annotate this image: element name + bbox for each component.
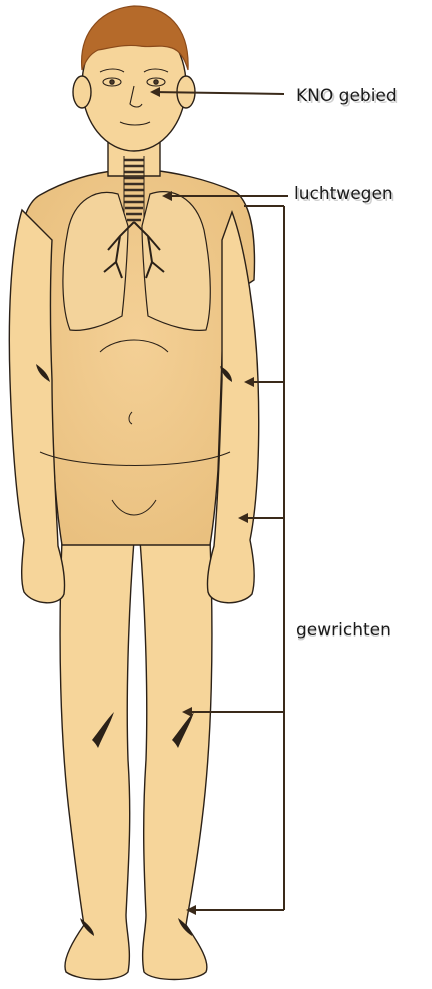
right-leg: [140, 540, 212, 980]
label-airways-text: luchtwegen: [294, 184, 393, 204]
left-leg: [60, 540, 134, 980]
label-airways: luchtwegen luchtwegen: [294, 184, 393, 204]
label-joints: gewrichten gewrichten: [294, 620, 393, 640]
label-ent: KNO gebied KNO gebied: [296, 86, 397, 106]
label-ent-text: KNO gebied: [296, 86, 397, 106]
label-joints-text: gewrichten: [296, 620, 391, 640]
left-ear: [73, 76, 91, 108]
body-figure: [9, 19, 258, 980]
